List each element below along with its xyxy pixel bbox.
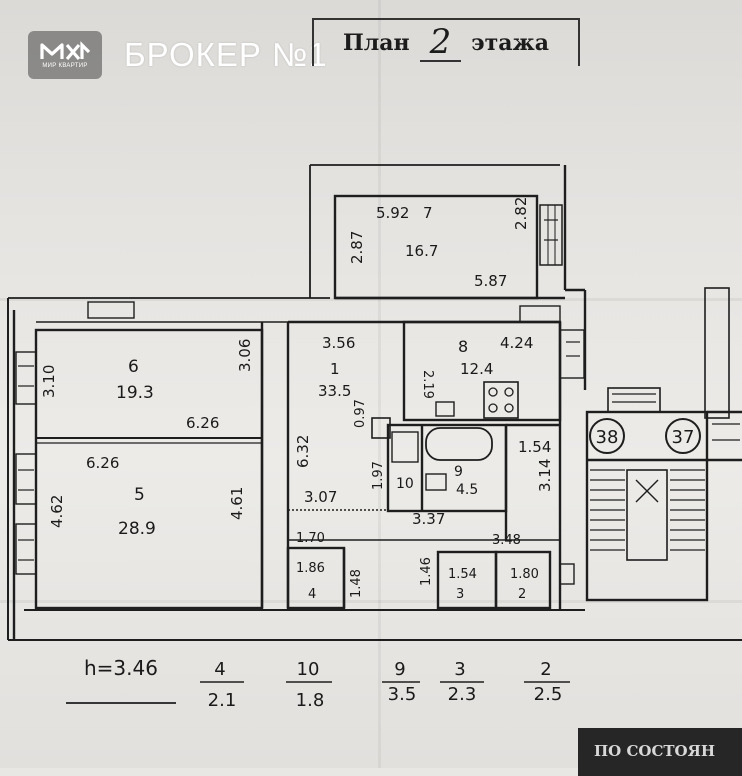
title-prefix: План: [342, 30, 410, 56]
floor-number: 2: [419, 24, 462, 62]
stamp: ПО СОСТОЯН: [578, 728, 742, 776]
dimension-label: 3.06: [236, 339, 254, 372]
dimension-label: 1.54: [448, 567, 477, 582]
dimension-label: 1.80: [510, 567, 539, 582]
paper-fold: [0, 298, 742, 301]
room-area: 33.5: [318, 382, 351, 400]
stair-number: 38: [596, 427, 619, 448]
dimension-label: 3.37: [412, 510, 445, 528]
dimension-label: 3.56: [322, 334, 355, 352]
ceiling-height: h=3.46: [84, 656, 158, 680]
title-suffix: этажа: [471, 30, 550, 56]
dimension-label: 2.82: [512, 197, 530, 230]
dimension-label: 4.61: [228, 487, 246, 520]
room-number: 8: [458, 337, 468, 356]
room-area: 4.5: [456, 482, 478, 498]
room-area: 28.9: [118, 519, 156, 539]
paper-fold: [378, 0, 381, 768]
room-number: 3: [456, 587, 464, 602]
room-number: 5: [134, 485, 145, 505]
dimension-label: 4.62: [48, 495, 66, 528]
walls: [7, 164, 742, 641]
table-area: 3.5: [388, 684, 417, 705]
dimension-label: 4.24: [500, 334, 533, 352]
room-number: 1: [330, 360, 340, 378]
dimension-label: 1.54: [518, 438, 551, 456]
dimension-label: 6.32: [294, 435, 312, 468]
dimension-label: 1.97: [371, 461, 386, 490]
room-area: 19.3: [116, 383, 154, 403]
stair-number: 37: [672, 427, 695, 448]
brand-name: БРОКЕР №1: [124, 36, 328, 73]
room-area: 16.7: [405, 242, 438, 260]
room-number: 2: [518, 587, 526, 602]
table-area: 1.8: [296, 690, 325, 711]
table-room: 9: [394, 659, 405, 680]
dimension-label: 5.92: [376, 204, 409, 222]
paper-fold: [0, 600, 742, 603]
dimension-label: 2.87: [348, 231, 366, 264]
logo: МИР КВАРТИР: [28, 31, 102, 79]
table-area: 2.5: [534, 684, 563, 705]
dimension-label: 3.10: [40, 365, 58, 398]
dimension-label: 5.87: [474, 272, 507, 290]
dimension-label: 0.97: [353, 399, 368, 428]
stair-markers: 38 37: [589, 418, 701, 454]
room-area: 12.4: [460, 360, 493, 378]
table-area: 2.1: [208, 690, 237, 711]
watermark: МИР КВАРТИР БРОКЕР №1: [28, 30, 328, 80]
dimension-label: 6.26: [86, 454, 119, 472]
stair-circle: [589, 418, 625, 454]
logo-mark-icon: [40, 41, 91, 61]
table-area: 2.3: [448, 684, 477, 705]
dimension-label: 2.19: [420, 370, 435, 399]
stair-steps: [18, 219, 740, 561]
table-room: 3: [454, 659, 465, 680]
room-number: 6: [128, 357, 139, 377]
dimension-label: 1.86: [296, 561, 325, 576]
room-number: 9: [454, 464, 463, 480]
table-room: 10: [297, 659, 320, 680]
room-number: 7: [423, 204, 433, 222]
dimension-label: 6.26: [186, 414, 219, 432]
table-room: 4: [214, 659, 225, 680]
area-table: h=3.46 4 2.1 10 1.8 9 3.5 3 2.3 2 2.5: [66, 656, 570, 711]
room-labels: 5.92 7 2.87 2.82 16.7 5.87 3.10 6 19.3 3…: [40, 197, 554, 602]
room-number: 4: [308, 587, 316, 602]
dimension-label: 1.46: [419, 557, 434, 586]
dimension-label: 3.14: [536, 459, 554, 492]
dimension-label: 3.48: [492, 533, 521, 548]
logo-text: МИР КВАРТИР: [42, 63, 88, 69]
room-number: 10: [396, 476, 414, 492]
dimension-label: 3.07: [304, 488, 337, 506]
stair-circle: [665, 418, 701, 454]
plan-title: План 2 этажа: [312, 18, 580, 66]
dimension-label: 1.70: [296, 531, 325, 546]
table-room: 2: [540, 659, 551, 680]
dimension-label: 1.48: [349, 569, 364, 598]
